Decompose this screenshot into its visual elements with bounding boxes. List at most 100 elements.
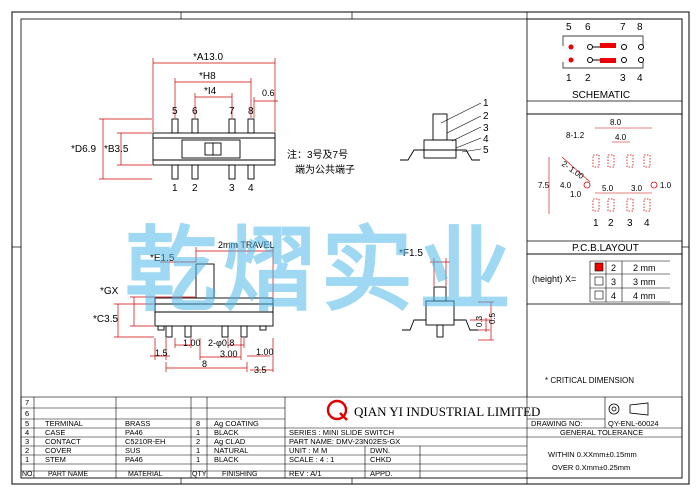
pcb-pin-2: 2 xyxy=(608,218,614,229)
part-no-4: 4 xyxy=(25,428,29,437)
top-view xyxy=(152,118,276,180)
pcb-pin-4: 4 xyxy=(644,218,650,229)
height-label: (height) X= xyxy=(532,274,576,284)
callout-4: 4 xyxy=(483,134,489,145)
dim-8-label: 8 xyxy=(202,359,207,369)
frame-ticks xyxy=(12,12,689,484)
pin-3-label: 3 xyxy=(229,183,235,194)
part-qty-2: 1 xyxy=(196,446,200,455)
dim-15-label: 1.5 xyxy=(155,348,168,358)
height-val-4: 4 mm xyxy=(633,291,656,301)
dim-300-label: 3.00 xyxy=(220,349,238,359)
part-fin-3: Ag CLAD xyxy=(214,437,246,446)
pcb-pads xyxy=(592,154,651,212)
part-qty-1: 1 xyxy=(196,455,200,464)
dim-e-label: *E1.5 xyxy=(150,253,175,264)
chkd-label: CHKD xyxy=(370,455,392,464)
header-material: MATERIAL xyxy=(128,471,163,478)
dim-05-label: 0.5 xyxy=(488,312,497,324)
dim-06-label: 0.6 xyxy=(262,88,275,98)
top-view-dims xyxy=(99,58,278,180)
part-fin-2: NATURAL xyxy=(214,446,248,455)
schematic-pin-2: 2 xyxy=(585,73,591,84)
part-name-2: COVER xyxy=(45,446,72,455)
part-qty-4: 1 xyxy=(196,428,200,437)
pcb-dim-40: 4.0 xyxy=(615,133,627,142)
dim-d08-label: 2-φ0.8 xyxy=(208,338,234,348)
callout-3: 3 xyxy=(483,123,489,134)
watermark: 乾熠实业 xyxy=(125,220,517,322)
top-view-dim-labels: *A13.0 *H8 *I4 0.6 *D6.9 *B3.5 xyxy=(71,52,275,155)
dim-i-label: *I4 xyxy=(204,86,217,97)
side-view xyxy=(400,113,480,161)
dim-35-label: 3.5 xyxy=(254,365,267,375)
schematic-pin-3: 3 xyxy=(620,73,626,84)
header-qty: QTY xyxy=(192,471,207,478)
travel-label: 2mm TRAVEL xyxy=(218,240,275,250)
top-view-pin-labels: 5 6 7 8 1 2 3 4 xyxy=(172,106,254,194)
pcb-dim-10a: 1.0 xyxy=(570,190,582,199)
part-qty-5: 8 xyxy=(196,419,200,428)
pcb-dim-80: 8.0 xyxy=(610,118,622,127)
part-no-2: 2 xyxy=(25,446,29,455)
pcb-dim-30: 3.0 xyxy=(631,184,643,193)
header-part-name: PART NAME xyxy=(48,471,88,478)
pcb-dim-812: 8-1.2 xyxy=(566,131,585,140)
part-fin-1: BLACK xyxy=(214,455,239,464)
drawing-no-value: QY-ENL-60024 xyxy=(608,419,659,428)
side-view-lower xyxy=(402,286,478,338)
projection-symbol xyxy=(608,402,649,416)
pcb-pin-3: 3 xyxy=(627,218,633,229)
dim-g-label: *GX xyxy=(100,286,119,297)
schematic-pin-5: 5 xyxy=(566,22,572,33)
front-view-dims xyxy=(114,247,274,372)
scale-label: SCALE : 4 : 1 xyxy=(289,455,334,464)
schematic-title: SCHEMATIC xyxy=(572,90,630,101)
title-block-text: SERIES : MINI SLIDE SWITCH PART NAME: DM… xyxy=(289,419,659,478)
schematic-pin-4: 4 xyxy=(637,73,643,84)
pcb-dim-2100: 2- 1.00 xyxy=(560,159,586,181)
height-num-2: 2 xyxy=(611,263,616,273)
part-fin-4: BLACK xyxy=(214,428,239,437)
part-mat-4: PA46 xyxy=(125,428,143,437)
parts-list: 7 6 5 TERMINAL BRASS 8 Ag COATING 4 CASE… xyxy=(22,398,259,478)
title-block-lines xyxy=(20,396,683,479)
pcb-dim-40b: 4.0 xyxy=(560,181,572,190)
part-no-1: 1 xyxy=(25,455,29,464)
schematic-pin-8: 8 xyxy=(637,22,643,33)
part-no-6: 6 xyxy=(25,409,29,418)
schematic-drawing xyxy=(562,35,644,69)
part-name-5: TERMINAL xyxy=(45,419,83,428)
tolerance-within: WITHIN 0.XXmm±0.15mm xyxy=(548,450,637,459)
drawing-no-label: DRAWING NO: xyxy=(531,419,582,428)
appd-label: APPD. xyxy=(370,469,393,478)
dim-100b-label: 1.00 xyxy=(256,347,274,357)
company-logo xyxy=(326,399,348,421)
part-mat-2: SUS xyxy=(125,446,140,455)
side-view-callout-lines xyxy=(440,102,482,153)
side-view-callouts: 1 2 3 4 5 xyxy=(483,98,489,156)
pin-5-label: 5 xyxy=(172,106,178,117)
schematic-labels: 5 6 7 8 1 2 3 4 xyxy=(566,22,643,84)
dim-f-label: *F1.5 xyxy=(399,248,423,259)
outer-border xyxy=(11,11,690,485)
pcb-dim-10b: 1.0 xyxy=(660,181,672,190)
part-name-3: CONTACT xyxy=(45,437,81,446)
part-mat-1: PA46 xyxy=(125,455,143,464)
pcb-labels: 8.0 8-1.2 4.0 2- 1.00 7.5 4.0 1.0 5.0 3.… xyxy=(538,118,672,229)
header-finishing: FINISHING xyxy=(222,471,257,478)
pin-2-label: 2 xyxy=(192,183,198,194)
schematic-pin-7: 7 xyxy=(620,22,626,33)
part-mat-5: BRASS xyxy=(125,419,150,428)
side-view-lower-dims xyxy=(430,258,494,341)
part-fin-5: Ag COATING xyxy=(214,419,259,428)
height-table-lines xyxy=(589,260,670,303)
pin-6-label: 6 xyxy=(192,106,198,117)
schematic-pin-1: 1 xyxy=(566,73,572,84)
part-no-5: 5 xyxy=(25,419,29,428)
part-no-7: 7 xyxy=(25,398,29,407)
part-name-1: STEM xyxy=(45,455,66,464)
company-name: QIAN YI INDUSTRIAL LIMITED xyxy=(354,404,540,419)
unit-label: UNIT : M M xyxy=(289,446,327,455)
